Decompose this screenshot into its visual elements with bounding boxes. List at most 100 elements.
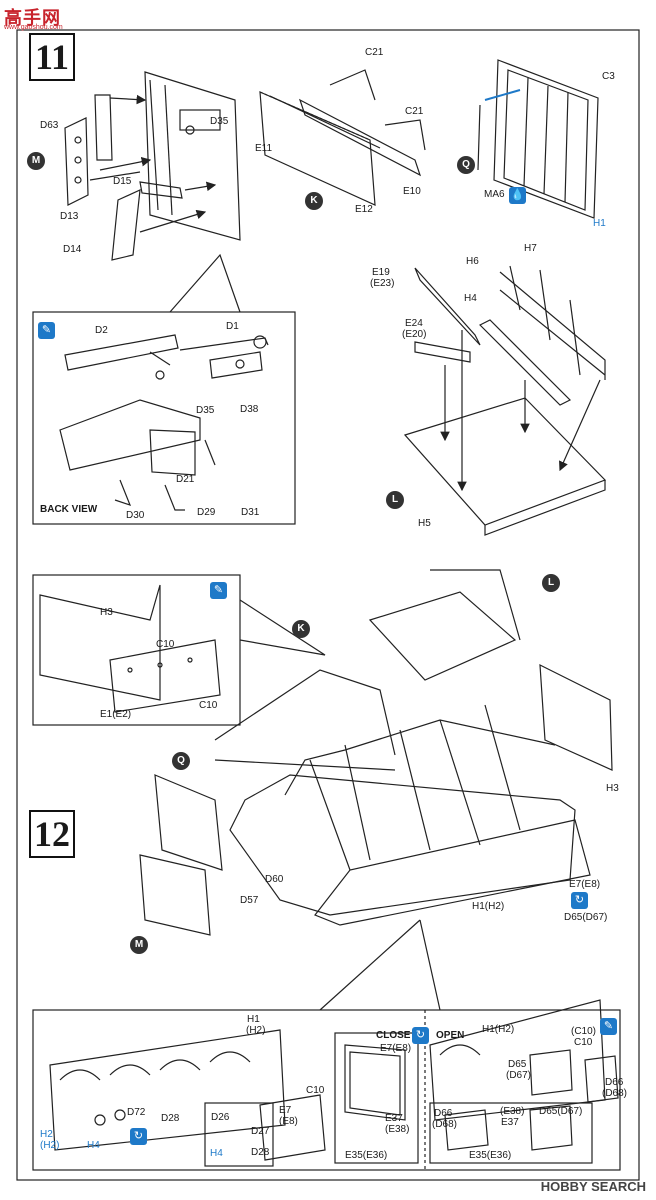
label-r-e35e36: E35(E36)	[469, 1150, 512, 1161]
label-b-h2-a: H2	[40, 1129, 53, 1140]
label-c21-b: C21	[405, 106, 424, 117]
inset-detail-e35-close	[334, 1032, 419, 1164]
label-r-h1h2: H1(H2)	[482, 1024, 515, 1035]
label-e11: E11	[255, 143, 273, 154]
glue-drop-icon: 💧	[509, 187, 526, 204]
step-number-11: 11	[29, 33, 75, 81]
label-e20: (E20)	[402, 329, 427, 340]
label-r-d68-b: (D68)	[432, 1119, 458, 1130]
label-b-e38: (E38)	[385, 1124, 410, 1135]
label-r-d66-a: D66	[605, 1077, 624, 1088]
label-r-e37: E37	[501, 1117, 519, 1128]
label-ma6: MA6	[484, 189, 505, 200]
label-d13: D13	[60, 211, 79, 222]
label-d21: D21	[176, 474, 195, 485]
label-d38: D38	[240, 404, 259, 415]
label-b-d27: D27	[251, 1126, 270, 1137]
label-r-d67: (D67)	[506, 1070, 532, 1081]
label-h3: H3	[606, 783, 619, 794]
label-b-h4: H4	[87, 1140, 100, 1151]
label-e24: E24	[405, 318, 423, 329]
label-b-h4-b: H4	[210, 1148, 223, 1159]
label-d14: D14	[63, 244, 82, 255]
movable-part-icon: ↻	[571, 892, 588, 909]
marker-k: K	[305, 192, 323, 210]
marker-k-step12: K	[292, 620, 310, 638]
bottom-left-side-rail	[49, 1029, 326, 1161]
label-open: OPEN	[436, 1030, 465, 1041]
movable-part-icon: ↻	[412, 1027, 429, 1044]
inset-detail-h4	[204, 1102, 274, 1167]
window-frame-q	[477, 59, 599, 219]
truck-bed-l	[403, 265, 607, 536]
inset-box-bottom	[32, 1009, 621, 1171]
label-b-e37: E37	[385, 1113, 403, 1124]
label-h7: H7	[524, 243, 537, 254]
label-b-h1: H1	[247, 1014, 260, 1025]
fender-part-k	[259, 69, 426, 206]
label-d30: D30	[126, 510, 145, 521]
label-d63: D63	[40, 120, 59, 131]
label-e10: E10	[403, 186, 421, 197]
inset-box-step12	[32, 574, 241, 726]
label-h1: H1	[593, 218, 606, 229]
paint-brush-icon: ✎	[38, 322, 55, 339]
label-r-d65d67: D65(D67)	[539, 1106, 583, 1117]
label-b-d72: D72	[127, 1107, 146, 1118]
label-r-d65: D65	[508, 1059, 527, 1070]
label-c10-b: C10	[199, 700, 218, 711]
label-r-c10: C10	[574, 1037, 593, 1048]
label-c3: C3	[602, 71, 615, 82]
label-inset-h3: H3	[100, 607, 113, 618]
truck-body-main	[139, 569, 613, 936]
watermark-hobbysearch: HOBBY SEARCH	[540, 1179, 646, 1194]
label-d2: D2	[95, 325, 108, 336]
marker-l: L	[386, 491, 404, 509]
label-b-h2: (H2)	[246, 1025, 266, 1036]
label-b-e7e8: E7(E8)	[380, 1043, 412, 1054]
label-b-d26: D26	[211, 1112, 230, 1123]
label-b-e8: (E8)	[279, 1116, 298, 1127]
label-e7-e8: E7(E8)	[569, 879, 601, 890]
label-d60: D60	[265, 874, 284, 885]
marker-l-step12: L	[542, 574, 560, 592]
label-r-c10c10: (C10)	[571, 1026, 597, 1037]
label-r-d66-b: D66	[434, 1108, 453, 1119]
label-r-e38: (E38)	[500, 1106, 525, 1117]
page-frame	[16, 29, 640, 1181]
paint-brush-icon: ✎	[210, 582, 227, 599]
label-h5: H5	[418, 518, 431, 529]
inset-parts	[59, 334, 269, 511]
rear-panel-assembly	[64, 71, 241, 261]
label-d57: D57	[240, 895, 259, 906]
watermark-logo: 高手网	[4, 8, 61, 28]
label-b-h2-b: (H2)	[40, 1140, 60, 1151]
inset-side-panel	[39, 584, 221, 713]
movable-part-icon: ↻	[130, 1128, 147, 1145]
label-d1: D1	[226, 321, 239, 332]
label-b-d28-a: D28	[161, 1113, 180, 1124]
label-d65-d67: D65(D67)	[564, 912, 608, 923]
label-c21-a: C21	[365, 47, 384, 58]
marker-q: Q	[457, 156, 475, 174]
label-h1-h2: H1(H2)	[472, 901, 505, 912]
label-e19: E19	[372, 267, 390, 278]
label-h6: H6	[466, 256, 479, 267]
label-inset-d35: D35	[196, 405, 215, 416]
label-r-d68-a: (D68)	[602, 1088, 628, 1099]
watermark-url: www.gaoshou.com	[4, 24, 63, 31]
blue-arrow	[484, 89, 521, 101]
label-e1-e2: E1(E2)	[100, 709, 132, 720]
marker-m-step12: M	[130, 936, 148, 954]
label-back-view: BACK VIEW	[40, 504, 98, 515]
marker-m: M	[27, 152, 45, 170]
label-b-c10: C10	[306, 1085, 325, 1096]
label-close: CLOSE	[376, 1030, 411, 1041]
label-e23: (E23)	[370, 278, 395, 289]
label-h4: H4	[464, 293, 477, 304]
label-b-d28-b: D28	[251, 1147, 270, 1158]
label-e12: E12	[355, 204, 373, 215]
label-d31: D31	[241, 507, 260, 518]
